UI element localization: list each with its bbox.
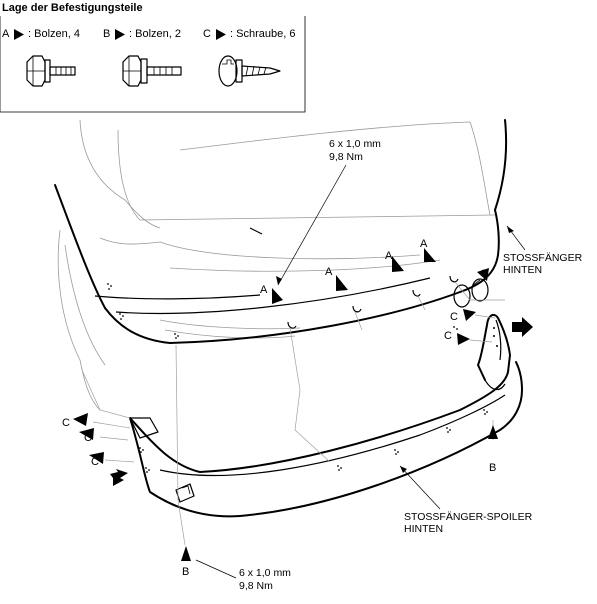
svg-text:6 x 1,0 mm: 6 x 1,0 mm <box>329 138 381 150</box>
legend-desc-a: : Bolzen, 4 <box>28 28 80 40</box>
callout-b-group: B B <box>181 425 498 578</box>
legend-desc-c: : Schraube, 6 <box>230 28 295 40</box>
svg-text:STOSSFÄNGER: STOSSFÄNGER <box>503 252 583 264</box>
removal-arrows <box>110 317 533 486</box>
svg-text:9,8 Nm: 9,8 Nm <box>329 151 363 163</box>
callout-c-label: C <box>84 432 92 444</box>
svg-text:6 x 1,0 mm: 6 x 1,0 mm <box>239 567 291 579</box>
callout-a-label: A <box>385 250 393 262</box>
callout-c-label: C <box>91 456 99 468</box>
legend-arrow-c-icon <box>216 29 226 40</box>
callout-b-label: B <box>182 566 189 578</box>
callout-c-arrow-icon <box>79 428 94 440</box>
callout-c-arrow-icon <box>89 452 104 464</box>
callout-b-arrow-icon <box>181 546 191 561</box>
callout-b-arrow-icon <box>488 425 498 439</box>
legend-key-c: C <box>203 28 211 40</box>
callout-c-label: C <box>450 311 458 323</box>
exhaust-pipes <box>453 278 489 308</box>
label-rear-bumper: STOSSFÄNGER HINTEN <box>503 225 583 276</box>
removal-arrow-right-icon <box>512 317 533 337</box>
rear-bumper <box>54 119 508 344</box>
callout-c-arrow-icon <box>463 309 476 321</box>
callout-c-arrow-icon <box>477 268 489 281</box>
bolt-b-icon <box>122 55 182 87</box>
callout-c-label: C <box>62 417 70 429</box>
legend-key-a: A <box>2 28 10 40</box>
callout-a-arrow-icon <box>272 288 283 304</box>
removal-arrow-left-icon <box>110 469 128 486</box>
legend-desc-b: : Bolzen, 2 <box>129 28 181 40</box>
label-torque-top: 6 x 1,0 mm 9,8 Nm <box>276 138 381 286</box>
callout-a-group: A A A A <box>260 238 436 304</box>
alignment-lines <box>81 281 505 546</box>
fastener-legend: Lage der Befestigungsteile A : Bolzen, 4… <box>0 2 306 113</box>
svg-text:STOSSFÄNGER-SPOILER: STOSSFÄNGER-SPOILER <box>404 511 533 523</box>
callout-a-arrow-icon <box>392 256 404 272</box>
screw-c-icon <box>218 55 281 87</box>
legend-title: Lage der Befestigungsteile <box>2 2 143 14</box>
legend-arrow-a-icon <box>14 29 24 40</box>
legend-frame <box>0 16 306 113</box>
callout-c-arrow-icon <box>457 333 470 345</box>
bolt-a-icon <box>26 55 76 87</box>
callout-c-group: C C C C C C <box>62 268 489 468</box>
label-rear-spoiler: STOSSFÄNGER-SPOILER HINTEN <box>399 465 533 535</box>
legend-key-b: B <box>103 28 110 40</box>
callout-b-label: B <box>489 462 496 474</box>
label-torque-bottom: 6 x 1,0 mm 9,8 Nm <box>195 559 291 592</box>
callout-a-arrow-icon <box>336 275 348 291</box>
callout-a-arrow-icon <box>424 248 436 262</box>
rear-spoiler <box>129 313 523 518</box>
callout-c-label: C <box>480 268 488 280</box>
callout-c-arrow-icon <box>73 413 88 426</box>
svg-text:HINTEN: HINTEN <box>503 264 542 276</box>
callout-c-label: C <box>444 330 452 342</box>
svg-text:HINTEN: HINTEN <box>404 523 443 535</box>
spoiler-clip-marks <box>139 327 498 473</box>
vehicle-body-outline <box>57 119 496 411</box>
callout-a-label: A <box>420 238 428 250</box>
legend-arrow-b-icon <box>115 29 125 40</box>
callout-a-label: A <box>325 266 333 278</box>
svg-text:9,8 Nm: 9,8 Nm <box>239 580 273 592</box>
callout-a-label: A <box>260 284 268 296</box>
bumper-clip-marks <box>107 283 458 339</box>
